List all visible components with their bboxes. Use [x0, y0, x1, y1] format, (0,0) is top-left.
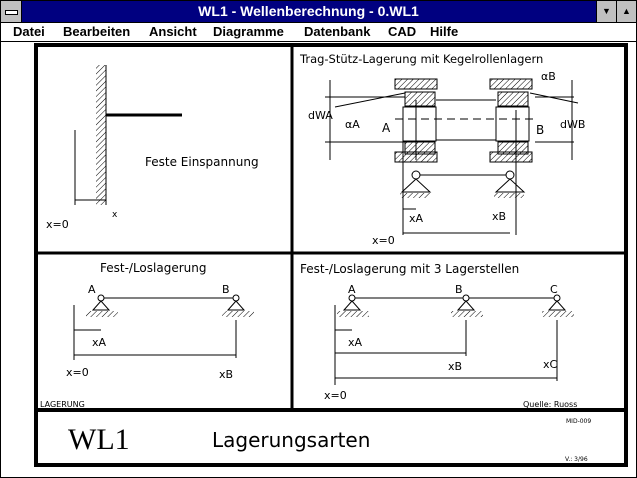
menu-hilfe[interactable]: Hilfe: [430, 24, 459, 39]
panels-kegelrollen-B: B: [536, 123, 544, 137]
panels-einspannung-x: x: [112, 210, 118, 220]
drawing-frame: [34, 43, 628, 467]
maximize-button[interactable]: ▲: [616, 1, 636, 22]
panels-festlos-B: B: [222, 283, 230, 296]
panel-kegelrollenlager: Trag-Stütz-Lagerung mit Kegelrollenlager…: [299, 52, 585, 247]
minimize-button[interactable]: ▼: [596, 1, 616, 22]
menu-datei[interactable]: Datei: [13, 24, 45, 39]
panels-festlos-xB: xB: [219, 368, 233, 381]
logo: WL1: [68, 423, 130, 456]
version: V.: 3/96: [565, 456, 588, 463]
title-bar[interactable]: WL1 - Wellenberechnung - 0.WL1 ▼ ▲: [1, 1, 636, 23]
panels-kegelrollen-xA: xA: [409, 212, 424, 225]
panels-kegelrollen-xB: xB: [492, 210, 506, 223]
menu-diagramme[interactable]: Diagramme: [213, 24, 284, 39]
category-label: LAGERUNG: [40, 400, 85, 409]
menu-datenbank[interactable]: Datenbank: [304, 24, 371, 39]
panels-kegelrollen-alphaA: αA: [345, 118, 360, 131]
panel-title: Fest-/Loslagerung mit 3 Lagerstellen: [300, 262, 519, 276]
panels-kegelrollen-dWB: dWB: [560, 118, 585, 131]
title-block: WL1 Lagerungsarten MID-009 V.: 3/96: [68, 418, 591, 463]
menu-bar: Datei Bearbeiten Ansicht Diagramme Daten…: [1, 23, 636, 42]
panel-title: Fest-/Loslagerung: [100, 261, 206, 275]
heading: Lagerungsarten: [212, 428, 370, 452]
panels-festlos-xA: xA: [92, 336, 107, 349]
system-menu-button[interactable]: [1, 1, 22, 22]
drawing-code: MID-009: [566, 418, 591, 425]
label-feste-einspannung: Feste Einspannung: [145, 155, 259, 169]
panel-fest-loslagerung: Fest-/Loslagerung A B xA xB x=0 LAGERUNG: [40, 261, 254, 409]
panel-title: Trag-Stütz-Lagerung mit Kegelrollenlager…: [299, 52, 543, 66]
panels-drei-x0: x=0: [324, 389, 347, 402]
panels-kegelrollen-dWA: dWA: [308, 109, 333, 122]
panels-kegelrollen-alphaB: αB: [541, 70, 556, 83]
menu-bearbeiten[interactable]: Bearbeiten: [63, 24, 131, 39]
menu-ansicht[interactable]: Ansicht: [149, 24, 197, 39]
source-label: Quelle: Ruoss: [523, 400, 577, 409]
panels-kegelrollen-x0: x=0: [372, 234, 395, 247]
panels-kegelrollen-A: A: [382, 121, 391, 135]
panels-drei-xB: xB: [448, 360, 462, 373]
panels-einspannung-x0: x=0: [46, 218, 69, 231]
panels-festlos-A: A: [88, 283, 96, 296]
panels-drei-B: B: [455, 283, 463, 296]
panels-drei-xA: xA: [348, 336, 363, 349]
panel-drei-lagerstellen: Fest-/Loslagerung mit 3 Lagerstellen A B…: [300, 262, 577, 409]
panels-drei-A: A: [348, 283, 356, 296]
panels-festlos-x0: x=0: [66, 366, 89, 379]
window-title: WL1 - Wellenberechnung - 0.WL1: [198, 3, 419, 19]
panels-drei-C: C: [550, 283, 558, 296]
panel-feste-einspannung: Feste Einspannung x=0 x: [46, 65, 259, 231]
panels-drei-xC: xC: [543, 358, 558, 371]
menu-cad[interactable]: CAD: [388, 24, 417, 39]
